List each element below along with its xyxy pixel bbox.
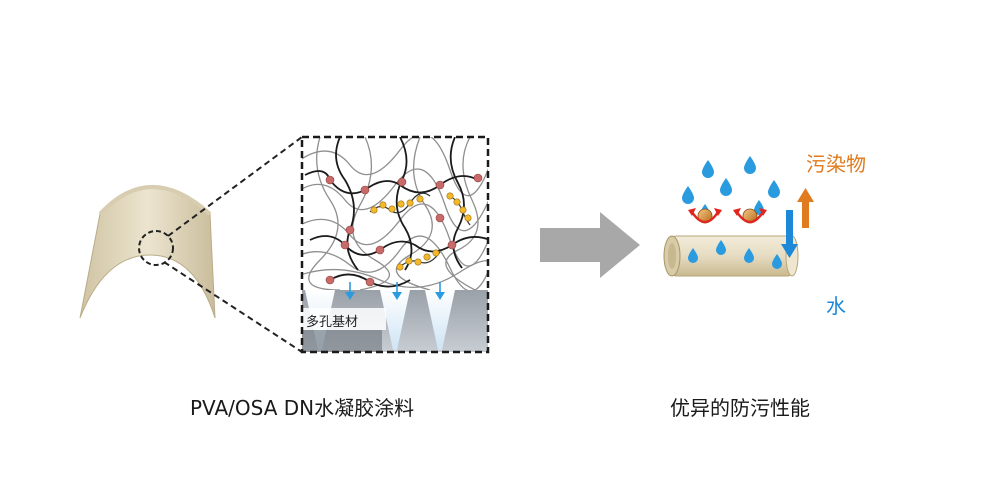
pollutant-up-arrow <box>797 188 814 228</box>
pollutant-label: 污染物 <box>806 152 866 176</box>
coated-substrate-shell <box>79 185 216 319</box>
water-down-arrow <box>781 210 798 258</box>
substrate-label: 多孔基材 <box>306 315 359 330</box>
gold-chain <box>396 249 441 271</box>
zoom-panel-frame <box>300 135 490 354</box>
water-label: 水 <box>826 294 846 318</box>
left-caption: PVA/OSA DN水凝胶涂料 <box>190 396 415 420</box>
gold-chain <box>369 192 431 214</box>
process-arrow <box>540 212 640 278</box>
zoom-guide-line-top <box>167 136 303 237</box>
zoom-source-circle <box>138 230 174 266</box>
anchor-arrows <box>345 282 445 300</box>
pollutant-particles <box>688 208 767 224</box>
zoom-guide-line-bottom <box>163 261 303 353</box>
right-caption: 优异的防污性能 <box>670 396 810 420</box>
gold-chain <box>446 192 472 226</box>
crosslink-nodes <box>325 173 483 287</box>
